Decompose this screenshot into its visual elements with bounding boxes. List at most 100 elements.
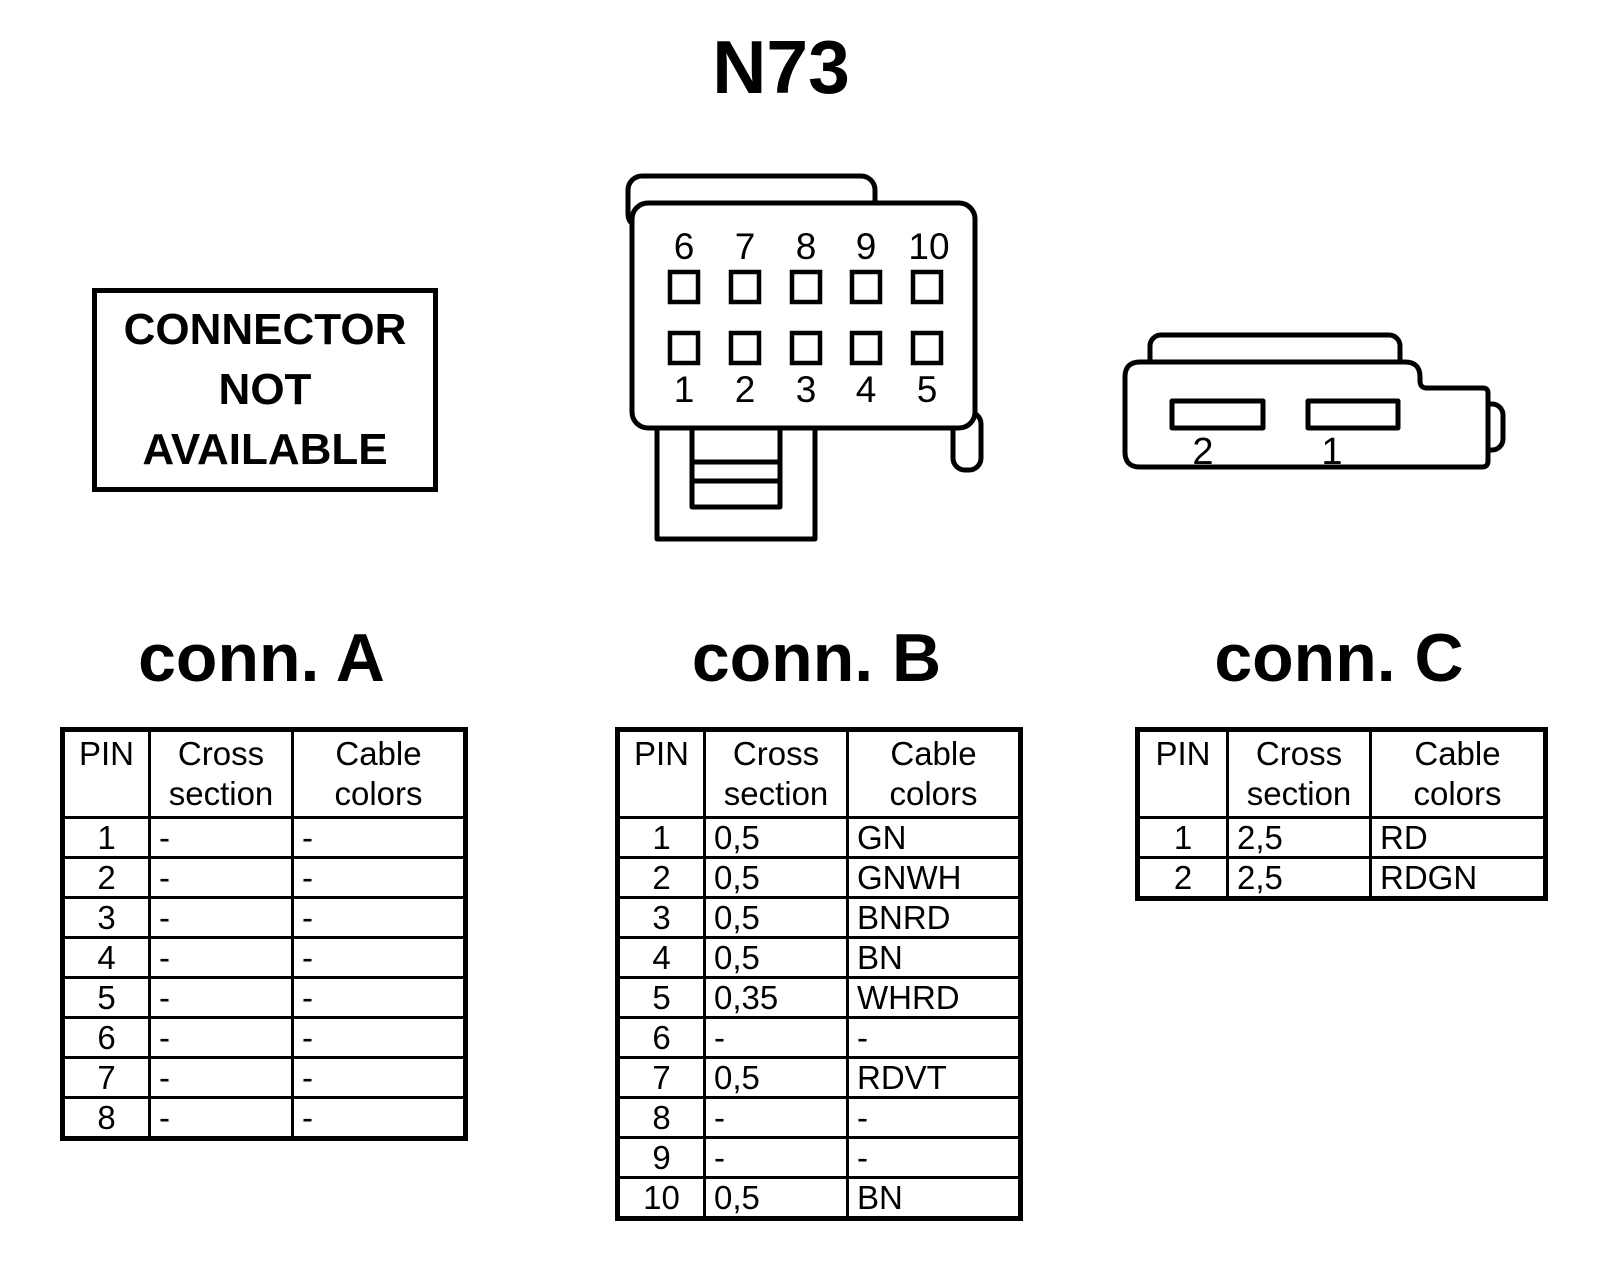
pin-cell: 9 bbox=[616, 1136, 706, 1179]
cross-section-cell: - bbox=[148, 1056, 294, 1099]
table-row: 9-- bbox=[616, 1136, 1022, 1179]
cable-colors-cell: WHRD bbox=[846, 976, 1022, 1019]
pin-header: PIN bbox=[616, 728, 706, 819]
pin-square-2 bbox=[728, 330, 762, 366]
cable-colors-cell: - bbox=[291, 1096, 467, 1140]
cross-section-cell: - bbox=[703, 1016, 849, 1059]
pin-header: PIN bbox=[61, 728, 151, 819]
pin-cell: 5 bbox=[616, 976, 706, 1019]
na-box-line: AVAILABLE bbox=[142, 425, 388, 474]
pin-square-6 bbox=[667, 269, 701, 305]
pin-slot-1 bbox=[1305, 398, 1401, 431]
pin-cell: 8 bbox=[616, 1096, 706, 1139]
cross-section-cell: 2,5 bbox=[1226, 856, 1372, 900]
cross-section-cell: 0,5 bbox=[703, 856, 849, 899]
cable-colors-cell: GN bbox=[846, 816, 1022, 859]
conn-a-heading: conn. A bbox=[138, 620, 385, 696]
pin-label-10: 10 bbox=[908, 226, 949, 267]
pin-cell: 6 bbox=[61, 1016, 151, 1059]
cable-colors-cell: - bbox=[291, 1016, 467, 1059]
pin-cell: 1 bbox=[616, 816, 706, 859]
pin-label-2: 2 bbox=[735, 369, 756, 410]
cross-section-cell: 0,5 bbox=[703, 896, 849, 939]
pin-square-9 bbox=[849, 269, 883, 305]
pin-label-5: 5 bbox=[917, 369, 938, 410]
cross-section-cell: 0,5 bbox=[703, 816, 849, 859]
cross-section-cell: 0,35 bbox=[703, 976, 849, 1019]
pin-square-4 bbox=[849, 330, 883, 366]
cable-colors-cell: RDGN bbox=[1369, 856, 1547, 900]
pin-label-7: 7 bbox=[735, 226, 756, 267]
cable-colors-cell: - bbox=[291, 896, 467, 939]
cable-colors-cell: GNWH bbox=[846, 856, 1022, 899]
pin-square-7 bbox=[728, 269, 762, 305]
cross-section-cell: - bbox=[148, 896, 294, 939]
cross-section-cell: - bbox=[148, 816, 294, 859]
pin-header: PIN bbox=[1136, 728, 1229, 819]
table-row: 6-- bbox=[61, 1016, 467, 1059]
pin-cell: 6 bbox=[616, 1016, 706, 1059]
pin-cell: 10 bbox=[616, 1176, 706, 1220]
component-title: N73 bbox=[712, 25, 850, 109]
cable-colors-cell: RDVT bbox=[846, 1056, 1022, 1099]
pin-slot-2 bbox=[1169, 398, 1266, 431]
pin-cell: 3 bbox=[61, 896, 151, 939]
table-row: 2-- bbox=[61, 856, 467, 899]
cross-section-header: Cross section bbox=[703, 728, 849, 819]
cable-colors-cell: - bbox=[291, 816, 467, 859]
pin-label-2: 2 bbox=[1192, 431, 1213, 473]
table-header-row: PIN Cross section Cable colors bbox=[616, 728, 1022, 819]
conn-a-table: PIN Cross section Cable colors 1-- 2-- 3… bbox=[60, 727, 468, 1141]
connector-not-available-box: CONNECTOR NOT AVAILABLE bbox=[92, 288, 438, 492]
pin-cell: 2 bbox=[616, 856, 706, 899]
pin-cell: 2 bbox=[61, 856, 151, 899]
pin-label-1: 1 bbox=[674, 369, 695, 410]
cross-section-header: Cross section bbox=[1226, 728, 1372, 819]
cable-colors-cell: BNRD bbox=[846, 896, 1022, 939]
pin-square-5 bbox=[910, 330, 944, 366]
cable-colors-header: Cable colors bbox=[291, 728, 467, 819]
pin-square-3 bbox=[789, 330, 823, 366]
cross-section-cell: - bbox=[148, 936, 294, 979]
table-header-row: PIN Cross section Cable colors bbox=[61, 728, 467, 819]
table-row: 7-- bbox=[61, 1056, 467, 1099]
cable-colors-header: Cable colors bbox=[1369, 728, 1547, 819]
cross-section-header: Cross section bbox=[148, 728, 294, 819]
conn-c-heading: conn. C bbox=[1214, 620, 1464, 696]
cable-colors-cell: - bbox=[291, 936, 467, 979]
connector-b-body bbox=[629, 200, 978, 431]
na-box-line: NOT bbox=[218, 365, 312, 414]
table-row: 6-- bbox=[616, 1016, 1022, 1059]
table-row: 5-- bbox=[61, 976, 467, 1019]
pin-label-3: 3 bbox=[796, 369, 817, 410]
cable-colors-cell: - bbox=[846, 1096, 1022, 1139]
connector-c-diagram: 2 1 bbox=[1122, 332, 1506, 473]
conn-b-heading: conn. B bbox=[691, 620, 942, 696]
pin-square-8 bbox=[789, 269, 823, 305]
cable-colors-cell: RD bbox=[1369, 816, 1547, 859]
pin-cell: 8 bbox=[61, 1096, 151, 1140]
cable-colors-header: Cable colors bbox=[846, 728, 1022, 819]
cable-colors-cell: - bbox=[291, 856, 467, 899]
pin-cell: 5 bbox=[61, 976, 151, 1019]
pin-label-9: 9 bbox=[856, 226, 877, 267]
cross-section-cell: 0,5 bbox=[703, 936, 849, 979]
cable-colors-cell: - bbox=[846, 1016, 1022, 1059]
table-row: 4-- bbox=[61, 936, 467, 979]
cross-section-cell: - bbox=[148, 976, 294, 1019]
pin-label-4: 4 bbox=[856, 369, 877, 410]
table-row: 8-- bbox=[61, 1096, 467, 1140]
cable-colors-cell: - bbox=[291, 1056, 467, 1099]
pin-cell: 1 bbox=[61, 816, 151, 859]
pin-label-8: 8 bbox=[796, 226, 817, 267]
cross-section-cell: - bbox=[148, 1096, 294, 1140]
cross-section-cell: 0,5 bbox=[703, 1056, 849, 1099]
